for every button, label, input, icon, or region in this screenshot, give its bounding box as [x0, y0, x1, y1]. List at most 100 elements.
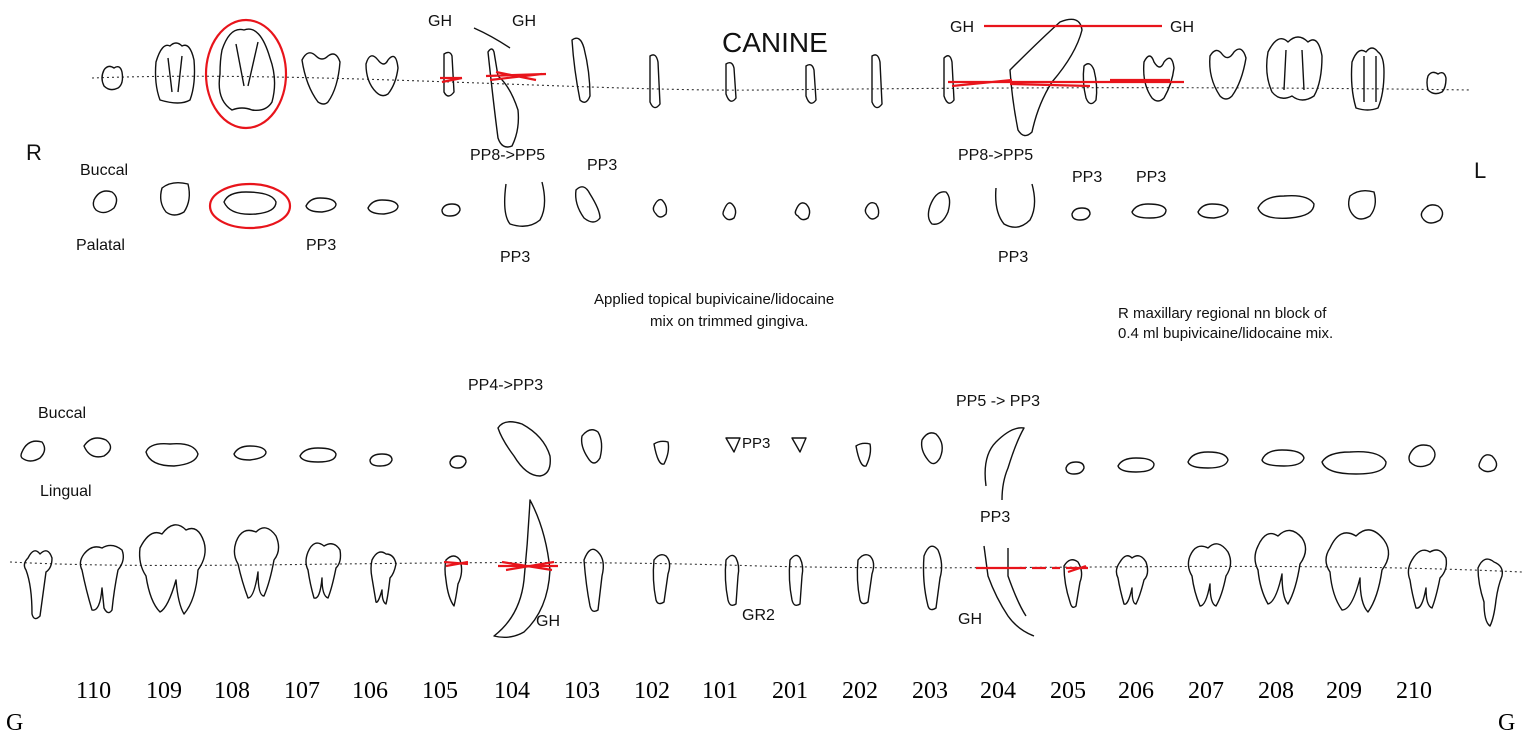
annotation-pp8-pp5-a: PP8->PP5 [470, 147, 545, 164]
tooth-206-upper-occlusal [1131, 203, 1167, 219]
note-topical-line2: mix on trimmed gingiva. [650, 313, 808, 330]
lower-red-markings [443, 560, 1088, 574]
tooth-208-upper-lateral [1265, 36, 1323, 101]
annotation-pp3-e: PP3 [500, 249, 530, 266]
tooth-110-lower-occlusal [20, 440, 46, 462]
tooth-205-lower-occlusal [1065, 461, 1085, 475]
tooth-205-upper-occlusal [1071, 207, 1091, 221]
tooth-101-lower-occlusal [653, 440, 670, 465]
tooth-number: 204 [980, 678, 1016, 704]
tooth-102-upper-lateral [649, 54, 661, 109]
tooth-202-upper-occlusal [864, 201, 880, 220]
tooth-201-upper-occlusal [794, 202, 811, 221]
tooth-106-lower-occlusal [299, 447, 337, 463]
tooth-number: 203 [912, 678, 948, 704]
tooth-number: 106 [352, 678, 388, 704]
annotation-gh-2: GH [512, 13, 536, 30]
tooth-201-lower-lateral-a [724, 554, 740, 607]
tooth-number: 202 [842, 678, 878, 704]
lower-lateral-teeth [23, 499, 1504, 639]
tooth-number: 201 [772, 678, 808, 704]
corner-mark-right: G [1498, 710, 1515, 736]
gh-connector-upper-right [473, 27, 511, 49]
annotation-pp3-b: PP3 [1072, 169, 1102, 186]
tooth-209-upper-occlusal [1347, 189, 1377, 220]
tooth-number: 107 [284, 678, 320, 704]
tooth-number: 206 [1118, 678, 1154, 704]
tooth-109-upper-occlusal [159, 181, 191, 216]
annotation-pp3-h: PP3 [980, 509, 1010, 526]
tooth-107-lower-lateral [233, 527, 280, 599]
red-mark-104-lower [498, 560, 558, 572]
tooth-109-lower-lateral [79, 544, 125, 614]
lower-buccal-label: Buccal [38, 405, 86, 422]
annotation-gh-5: GH [536, 613, 560, 630]
tooth-203-upper-occlusal [927, 191, 951, 225]
tooth-number: 104 [494, 678, 530, 704]
tooth-103-upper-lateral [571, 37, 591, 103]
tooth-103-lower-lateral [493, 499, 551, 639]
tooth-202-upper-lateral [871, 54, 883, 109]
tooth-201-lower-lateral-b [788, 554, 804, 607]
tooth-110-lower-lateral [23, 550, 53, 620]
tooth-209-upper-lateral [1350, 47, 1385, 111]
tooth-210-upper-occlusal [1420, 204, 1444, 224]
tooth-109-lower-occlusal [83, 437, 112, 458]
annotation-pp5-pp3: PP5 -> PP3 [956, 393, 1040, 410]
tooth-210b-lower-lateral [1477, 558, 1504, 627]
tooth-207-upper-occlusal [1197, 203, 1229, 219]
tooth-201-lower-occlusal-b [791, 437, 807, 453]
tooth-102-upper-occlusal [652, 198, 668, 218]
note-block-line1: R maxillary regional nn block of [1118, 305, 1327, 322]
upper-gumline [91, 75, 1471, 91]
tooth-number: 102 [634, 678, 670, 704]
red-mark-203-206-upper [948, 78, 1184, 88]
tooth-107-upper-lateral [301, 52, 341, 105]
tooth-101-upper-lateral [725, 61, 737, 102]
tooth-102-lower-lateral [583, 548, 605, 613]
upper-occlusal-teeth [92, 181, 1444, 230]
tooth-209-lower-occlusal [1321, 451, 1387, 475]
tooth-206-upper-lateral [1142, 55, 1175, 102]
annotation-gh-3: GH [950, 19, 974, 36]
side-label-right: R [26, 140, 42, 165]
red-mark-105-lower [443, 560, 469, 568]
tooth-109-upper-lateral [154, 42, 196, 104]
tooth-201-lower-occlusal-a [725, 437, 741, 453]
tooth-205-upper-lateral [1082, 63, 1098, 105]
side-label-left: L [1474, 158, 1486, 183]
tooth-208-lower-lateral [1254, 529, 1307, 605]
tooth-209-lower-lateral [1325, 529, 1390, 613]
red-mark-104-upper [485, 70, 547, 82]
tooth-numbers: 110 109 108 107 106 105 104 103 102 101 … [76, 678, 1432, 704]
tooth-206-lower-lateral [1115, 555, 1149, 605]
red-mark-205-lower [1066, 564, 1088, 574]
tooth-208-lower-occlusal [1261, 449, 1305, 467]
tooth-204-lower-lateral [983, 545, 1035, 637]
tooth-101-upper-occlusal [722, 202, 737, 221]
lower-lingual-label: Lingual [40, 483, 92, 500]
tooth-210-lower-occlusal [1408, 444, 1436, 468]
tooth-number: 105 [422, 678, 458, 704]
tooth-number: 103 [564, 678, 600, 704]
tooth-number: 109 [146, 678, 182, 704]
tooth-104-lower-lateral [444, 555, 463, 607]
tooth-105-lower-occlusal [369, 453, 393, 467]
tooth-104-upper-occlusal [503, 181, 546, 227]
tooth-number: 108 [214, 678, 250, 704]
tooth-108-upper-lateral [218, 28, 276, 112]
tooth-108-circle-lateral [204, 18, 288, 130]
tooth-number: 207 [1188, 678, 1224, 704]
annotation-gh-4: GH [1170, 19, 1194, 36]
tooth-207-lower-occlusal [1187, 451, 1229, 469]
tooth-103-lower-occlusal [497, 421, 551, 477]
tooth-110-upper-occlusal [92, 190, 118, 214]
tooth-207-lower-lateral [1187, 543, 1232, 607]
annotation-pp4-pp3: PP4->PP3 [468, 377, 543, 394]
tooth-number: 208 [1258, 678, 1294, 704]
tooth-108-circle-occlusal [208, 182, 292, 230]
tooth-201-upper-lateral [805, 63, 817, 104]
tooth-203-upper-lateral [943, 55, 955, 104]
note-topical-line1: Applied topical bupivicaine/lidocaine [594, 291, 834, 308]
